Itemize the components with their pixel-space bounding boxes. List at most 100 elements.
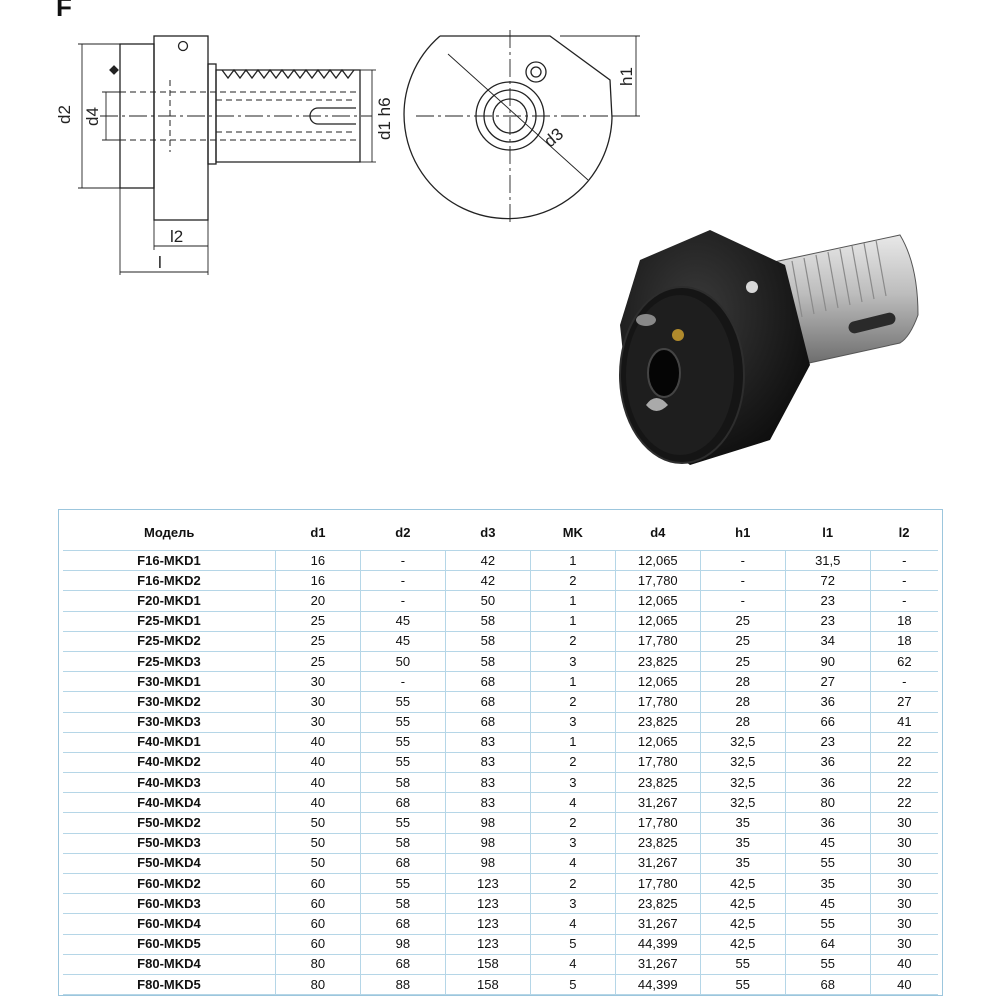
table-cell: 32,5 <box>699 731 786 753</box>
table-cell: 123 <box>444 872 531 895</box>
table-cell: - <box>699 570 786 592</box>
table-cell: - <box>359 671 446 693</box>
table-cell: 1 <box>529 731 616 753</box>
table-cell: 41 <box>869 711 938 733</box>
table-cell: 12,065 <box>614 549 701 572</box>
screw-hole <box>177 40 189 52</box>
table-cell-model: F16-MKD2 <box>63 570 276 592</box>
table-cell-model: F80-MKD5 <box>63 973 276 996</box>
table-cell: 45 <box>359 610 446 632</box>
table-cell: 2 <box>529 812 616 834</box>
table-cell: 80 <box>274 953 361 975</box>
technical-drawing: d2 d4 d1 h6 l2 l d3 h1 <box>55 30 640 275</box>
table-cell-model: F25-MKD2 <box>63 630 276 652</box>
table-cell: 58 <box>444 610 531 632</box>
table-cell-model: F30-MKD2 <box>63 691 276 713</box>
table-header-row: Модель d1 d2 d3 MK d4 h1 l1 l2 <box>63 514 938 551</box>
table-cell: 98 <box>444 832 531 854</box>
table-cell: 60 <box>274 893 361 915</box>
table-cell: 58 <box>359 772 446 794</box>
table-cell: 83 <box>444 792 531 814</box>
table-cell: 22 <box>869 772 938 794</box>
table-cell: 68 <box>444 671 531 693</box>
table-cell: 36 <box>784 772 871 794</box>
table-cell-model: F25-MKD1 <box>63 610 276 632</box>
table-cell-model: F80-MKD4 <box>63 953 276 975</box>
table-cell: 88 <box>359 973 446 996</box>
table-cell: 44,399 <box>614 933 701 955</box>
table-cell: 123 <box>444 933 531 955</box>
table-cell: 3 <box>529 893 616 915</box>
table-cell: 68 <box>359 913 446 935</box>
table-cell: 27 <box>869 691 938 713</box>
table-cell: 68 <box>444 711 531 733</box>
table-cell: 23,825 <box>614 893 701 915</box>
table-cell: 80 <box>274 973 361 996</box>
table-cell: - <box>359 549 446 572</box>
table-cell: 55 <box>359 711 446 733</box>
table-cell: 23,825 <box>614 772 701 794</box>
table-cell: 31,267 <box>614 913 701 935</box>
body-outline <box>153 35 209 221</box>
header-l1: l1 <box>822 524 834 540</box>
table-cell: 40 <box>274 751 361 774</box>
table-cell-model: F60-MKD4 <box>63 913 276 935</box>
table-cell-model: F40-MKD2 <box>63 751 276 774</box>
table-cell: 4 <box>529 913 616 935</box>
table-cell: 58 <box>444 650 531 673</box>
label-d4: d4 <box>83 107 102 126</box>
table-cell: 4 <box>529 953 616 975</box>
table-cell: 123 <box>444 913 531 935</box>
table-cell: - <box>869 570 938 592</box>
header-mk: MK <box>562 524 583 540</box>
table-cell: 30 <box>869 832 938 854</box>
table-cell: 40 <box>274 772 361 794</box>
table-cell: 50 <box>274 832 361 854</box>
table-cell: 30 <box>274 691 361 713</box>
table-cell: 22 <box>869 731 938 753</box>
table-cell: 90 <box>784 650 871 673</box>
table-cell: - <box>869 671 938 693</box>
table-cell-model: F50-MKD4 <box>63 852 276 875</box>
table-cell: - <box>699 549 786 572</box>
table-cell: 98 <box>444 812 531 834</box>
table-cell: 23,825 <box>614 711 701 733</box>
table-cell: 60 <box>274 933 361 955</box>
product-photo <box>619 230 919 465</box>
table-cell-model: F30-MKD1 <box>63 671 276 693</box>
table-cell: 30 <box>274 711 361 733</box>
table-cell: 42 <box>444 549 531 572</box>
table-cell-model: F50-MKD2 <box>63 812 276 834</box>
table-cell: 25 <box>274 610 361 632</box>
table-cell: 83 <box>444 731 531 753</box>
table-cell-model: F20-MKD1 <box>63 590 276 612</box>
label-l: l <box>158 253 162 272</box>
table-cell: 18 <box>869 630 938 652</box>
table-cell: - <box>359 570 446 592</box>
table-cell: 72 <box>784 570 871 592</box>
table-cell: 35 <box>699 832 786 854</box>
table-cell: 50 <box>444 590 531 612</box>
table-cell: 31,267 <box>614 852 701 875</box>
table-cell: 25 <box>274 650 361 673</box>
table-cell: 55 <box>784 913 871 935</box>
table-cell: 17,780 <box>614 630 701 652</box>
table-cell: 1 <box>529 671 616 693</box>
table-cell: 45 <box>784 893 871 915</box>
table-cell: 22 <box>869 792 938 814</box>
table-cell: 42 <box>444 570 531 592</box>
table-cell: 17,780 <box>614 812 701 834</box>
front-view-outline <box>403 35 613 220</box>
header-l2: l2 <box>898 524 910 540</box>
table-cell: 3 <box>529 832 616 854</box>
label-d2: d2 <box>55 105 74 124</box>
header-model: Модель <box>144 524 195 540</box>
